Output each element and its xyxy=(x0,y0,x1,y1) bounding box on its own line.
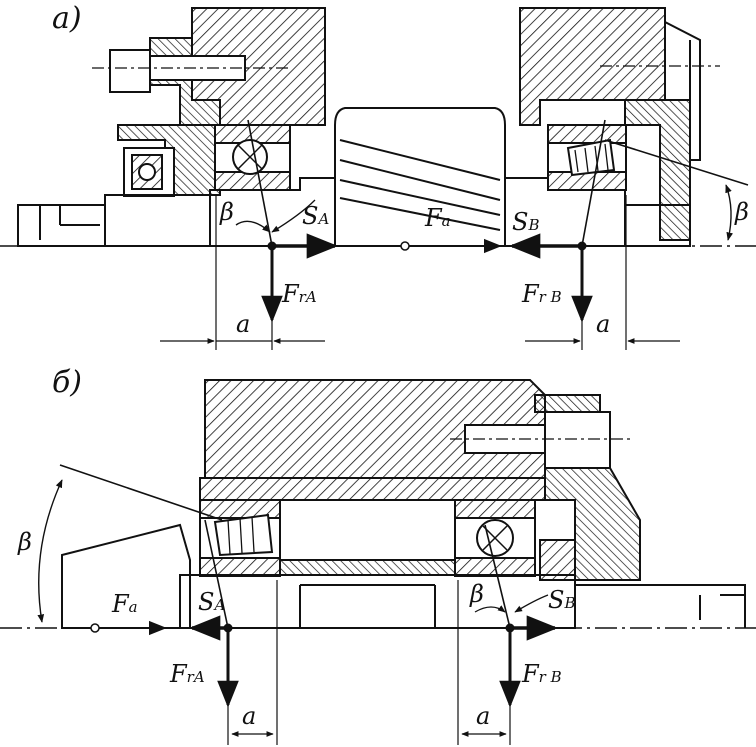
panel-a-beta-left: β xyxy=(220,198,234,226)
panel-a-drawing xyxy=(0,7,756,350)
panel-a-beta-right: β xyxy=(735,198,749,226)
panel-a-label: a) xyxy=(52,1,82,36)
panel-b-fa-label: Fa xyxy=(112,590,138,618)
panel-a-sa-label: SA xyxy=(302,202,330,230)
panel-b-fra-label: FrA xyxy=(170,660,205,688)
panel-b-sb-label: SB xyxy=(548,586,576,614)
panel-b-beta-left: β xyxy=(18,528,32,556)
panel-a-frb-label: Fr B xyxy=(522,280,562,308)
panel-b-frb-label: Fr B xyxy=(522,660,562,688)
panel-b-sa-label: SA xyxy=(198,588,226,616)
panel-b-dim-right: a xyxy=(476,702,491,730)
panel-b-beta-right: β xyxy=(470,580,484,608)
panel-b-dim-left: a xyxy=(242,702,257,730)
panel-b-label: б) xyxy=(52,365,83,400)
panel-a-right-housing xyxy=(519,7,666,126)
panel-a-dim-left: a xyxy=(236,310,251,338)
panel-a-fa-label: Fa xyxy=(425,204,451,232)
panel-a-fra-label: FrA xyxy=(282,280,317,308)
panel-b-drawing xyxy=(0,379,756,745)
panel-a-sb-label: SB xyxy=(512,208,540,236)
panel-a-dim-right: a xyxy=(596,310,611,338)
